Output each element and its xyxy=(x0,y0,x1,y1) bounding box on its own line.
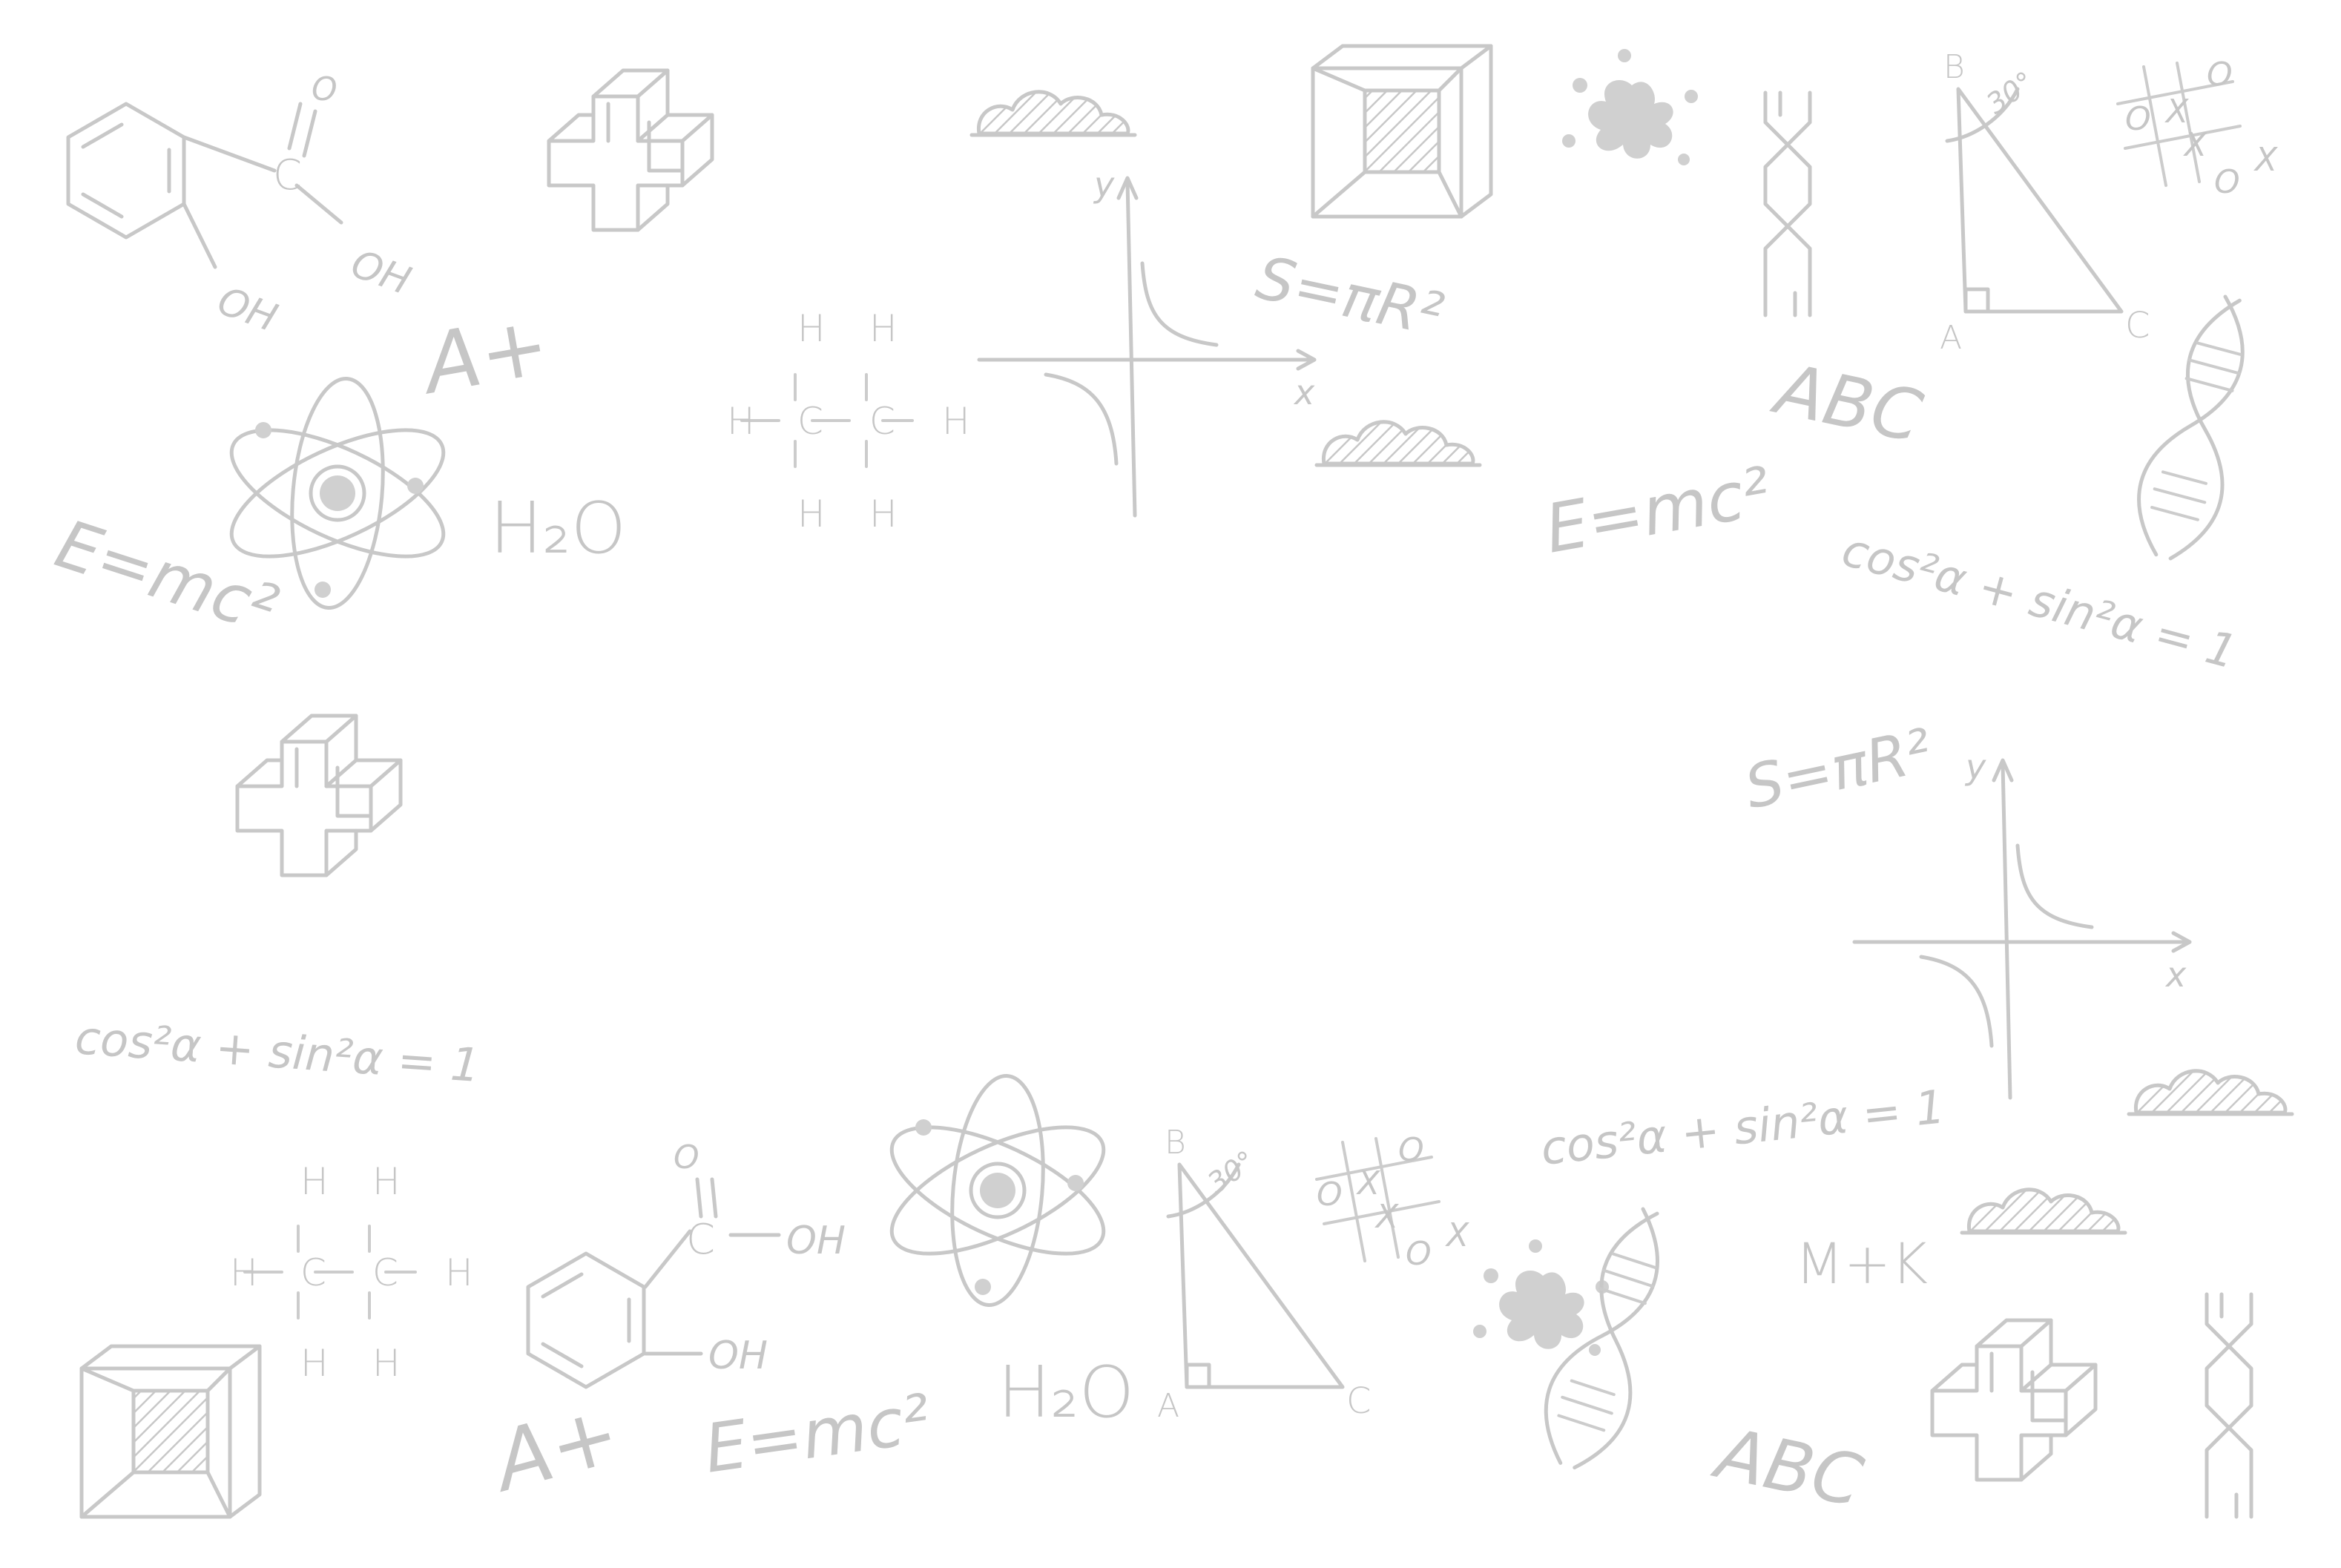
y-axis-label: y xyxy=(1093,165,1115,205)
hyperbola-graph-icon xyxy=(979,178,1314,515)
tic-tac-toe-mark: X xyxy=(2164,93,2189,131)
carbon-label: C xyxy=(300,1251,326,1294)
tic-tac-toe-mark: X xyxy=(2183,126,2207,164)
hydrogen-label: H xyxy=(869,493,898,536)
triangle-vertex-a: A xyxy=(1940,319,1962,357)
3d-cross-icon xyxy=(549,70,712,230)
carbon-label: C xyxy=(869,400,895,443)
hydrogen-label: H xyxy=(372,1160,401,1203)
hydrogen-label: H xyxy=(797,307,826,350)
hydrogen-label: H xyxy=(445,1251,473,1294)
carbon-label: C xyxy=(273,151,302,200)
triangle-vertex-b: B xyxy=(1165,1124,1186,1162)
hydrogen-label: H xyxy=(797,493,826,536)
triangle-vertex-b: B xyxy=(1943,48,1965,86)
cube-icon xyxy=(82,1346,260,1517)
3d-cross-icon xyxy=(237,716,401,875)
carbon-label: C xyxy=(797,400,823,443)
abc-text: ABC xyxy=(1765,348,1929,459)
hydrogen-label: H xyxy=(869,307,898,350)
triangle-vertex-a: A xyxy=(1157,1387,1179,1425)
angle-label: 30° xyxy=(1202,1144,1261,1200)
cloud-icon xyxy=(2129,1071,2292,1114)
carbon-label: C xyxy=(686,1216,715,1264)
hydroxyl-label: OH xyxy=(786,1219,846,1263)
tic-tac-toe-mark: X xyxy=(2253,141,2278,179)
tic-tac-toe-mark: X xyxy=(1356,1165,1380,1202)
benzoic-acid-molecule-icon xyxy=(528,1177,781,1387)
3d-cross-icon xyxy=(1932,1320,2095,1480)
water-formula: H₂O xyxy=(998,1352,1134,1434)
braid-icon xyxy=(2207,1294,2251,1517)
x-axis-label: x xyxy=(2164,955,2187,995)
cube-icon xyxy=(1313,46,1491,217)
tic-tac-toe-mark: O xyxy=(2207,56,2233,93)
x-axis-label: x xyxy=(1293,372,1315,412)
tic-tac-toe-mark: O xyxy=(1398,1131,1424,1169)
grade-label: A+ xyxy=(412,297,556,412)
hyperbola-graph-icon xyxy=(1854,760,2190,1098)
hydrogen-label: H xyxy=(727,400,755,443)
circle-area-formula: S=πR² xyxy=(1739,716,1937,823)
hydroxyl-label: OH xyxy=(708,1334,768,1378)
hydrogen-label: H xyxy=(372,1342,401,1385)
tic-tac-toe-mark: O xyxy=(1317,1176,1343,1213)
triangle-vertex-c: C xyxy=(1346,1380,1372,1422)
cloud-icon xyxy=(1317,422,1480,465)
trig-identity-formula: cos²α + sin²α = 1 xyxy=(1538,1079,1947,1176)
hydroxyl-label: OH xyxy=(212,279,283,341)
cloud-icon xyxy=(972,92,1135,135)
tic-tac-toe-mark: O xyxy=(1406,1235,1432,1273)
tic-tac-toe-mark: X xyxy=(1445,1216,1469,1254)
energy-formula: E=mc² xyxy=(47,505,286,649)
hydroxyl-label: OH xyxy=(346,242,417,304)
carbonyl-oxygen-label: O xyxy=(312,70,338,108)
water-formula: H₂O xyxy=(490,488,626,570)
benzoic-acid-molecule-icon xyxy=(68,102,343,269)
tic-tac-toe-mark: O xyxy=(2214,163,2240,201)
hydrogen-label: H xyxy=(942,400,970,443)
carbon-label: C xyxy=(372,1251,398,1294)
grade-label: A+ xyxy=(481,1386,630,1511)
cloud-icon xyxy=(1962,1190,2125,1233)
trig-identity-formula: cos²α + sin²α = 1 xyxy=(73,1010,482,1093)
energy-formula: E=mc² xyxy=(1540,452,1777,568)
mk-text: M+K xyxy=(1795,1231,1928,1297)
energy-formula: E=mc² xyxy=(699,1380,935,1488)
hydrogen-label: H xyxy=(300,1160,329,1203)
trig-identity-formula: cos²α + sin²α = 1 xyxy=(1837,522,2242,679)
carbonyl-oxygen-label: O xyxy=(674,1139,699,1176)
tic-tac-toe-mark: X xyxy=(1374,1198,1399,1236)
triangle-vertex-c: C xyxy=(2125,305,2150,346)
angle-label: 30° xyxy=(1981,65,2040,121)
abc-text: ABC xyxy=(1705,1412,1870,1523)
y-axis-label: y xyxy=(1964,747,1986,787)
hydrogen-label: H xyxy=(300,1342,329,1385)
circle-area-formula: S=πR² xyxy=(1251,243,1449,350)
hydrogen-label: H xyxy=(230,1251,258,1294)
ink-splash-icon xyxy=(1562,49,1698,165)
atom-icon xyxy=(875,1072,1121,1308)
right-triangle-icon xyxy=(1947,89,2121,312)
tic-tac-toe-mark: O xyxy=(2125,100,2151,138)
ink-splash-icon xyxy=(1473,1239,1609,1356)
braid-icon xyxy=(1765,93,1810,315)
